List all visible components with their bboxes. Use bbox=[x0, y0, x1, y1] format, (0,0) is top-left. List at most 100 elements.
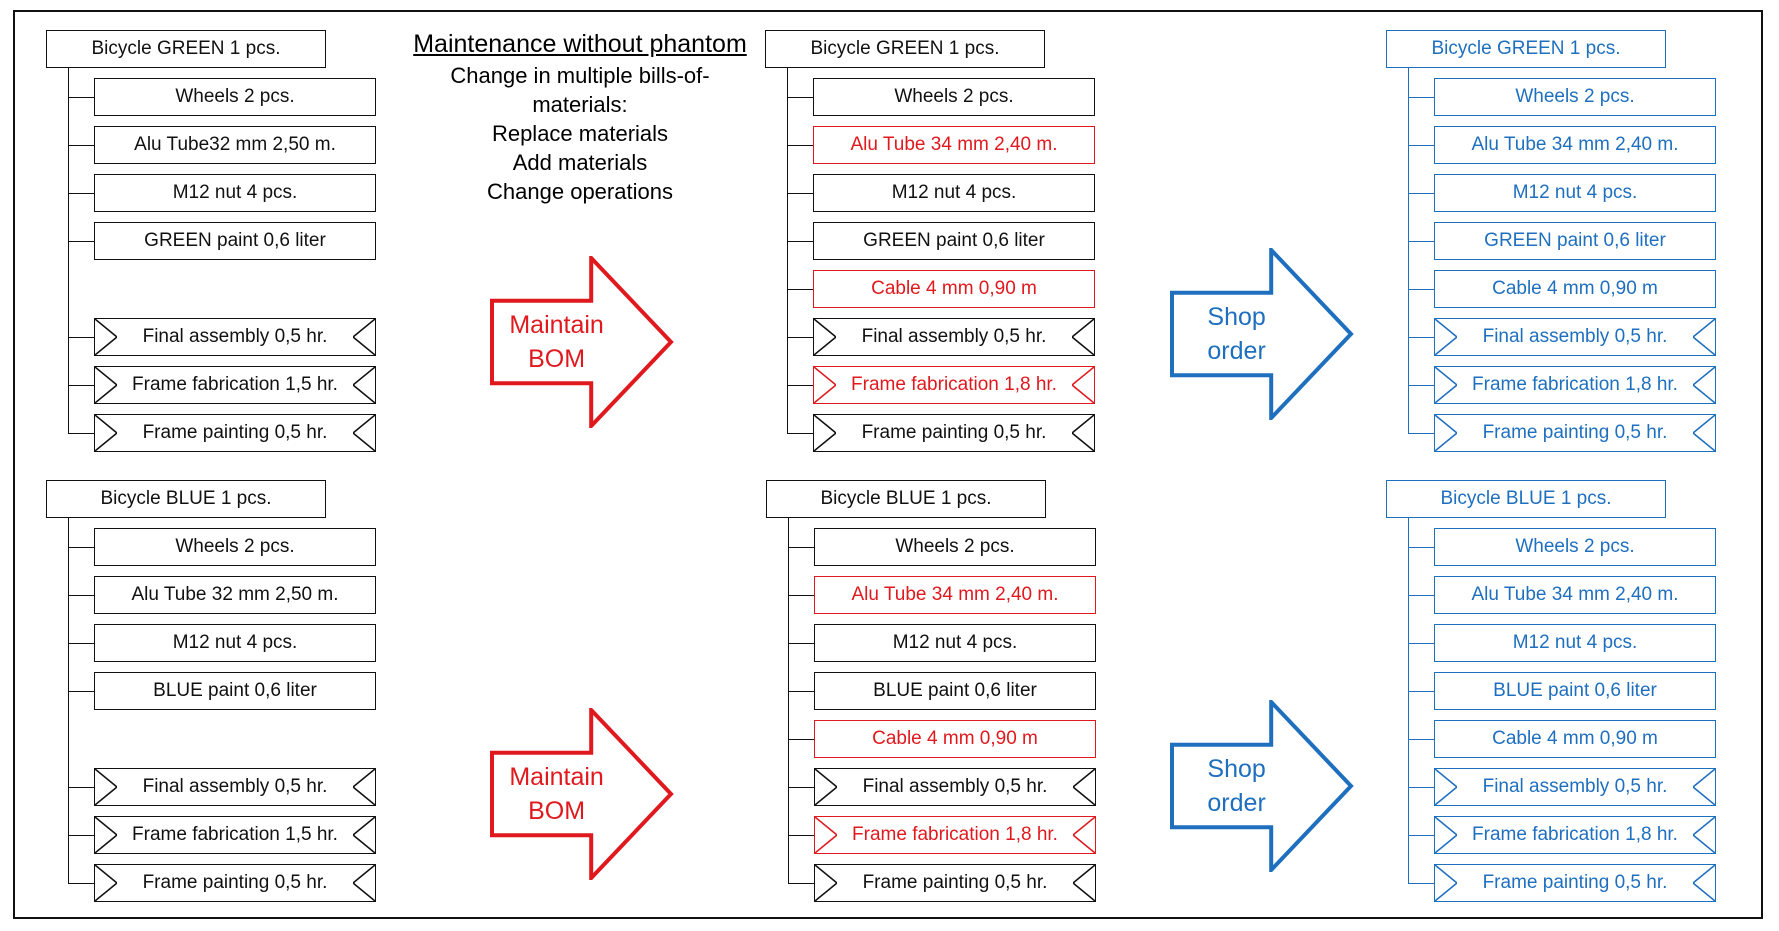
tree-connector bbox=[1408, 835, 1434, 836]
bom-material: Alu Tube 32 mm 2,50 m. bbox=[94, 576, 376, 614]
bom-operation: Frame fabrication 1,8 hr. bbox=[1434, 816, 1716, 854]
tree-connector bbox=[68, 145, 94, 146]
chevron-right-icon bbox=[95, 319, 117, 355]
bom-material: M12 nut 4 pcs. bbox=[814, 624, 1096, 662]
chevron-right-icon bbox=[95, 367, 117, 403]
center-line-4: Add materials bbox=[512, 150, 648, 175]
bom-item-label: Frame fabrication 1,8 hr. bbox=[851, 374, 1057, 395]
bom-item-label: Wheels 2 pcs. bbox=[1515, 536, 1635, 557]
tree-trunk bbox=[1408, 68, 1409, 433]
bom-item-label: Wheels 2 pcs. bbox=[175, 536, 295, 557]
tree-connector bbox=[787, 289, 813, 290]
bom-item-label: M12 nut 4 pcs. bbox=[891, 182, 1017, 203]
bom-root: Bicycle BLUE 1 pcs. bbox=[46, 480, 326, 518]
center-line-2: materials: bbox=[532, 92, 628, 117]
bom-item-label: Frame painting 0,5 hr. bbox=[862, 872, 1048, 893]
bom-item-label: Alu Tube32 mm 2,50 m. bbox=[134, 134, 336, 155]
bom-material: Wheels 2 pcs. bbox=[94, 528, 376, 566]
bom-item-label: Final assembly 0,5 hr. bbox=[861, 326, 1047, 347]
tree-trunk bbox=[787, 68, 788, 433]
bom-item-label: Frame fabrication 1,8 hr. bbox=[1472, 824, 1678, 845]
bom-item-label: Frame fabrication 1,8 hr. bbox=[1472, 374, 1678, 395]
bom-operation: Final assembly 0,5 hr. bbox=[814, 768, 1096, 806]
bom-item-label: Frame fabrication 1,5 hr. bbox=[132, 824, 338, 845]
bom-item-label: Cable 4 mm 0,90 m bbox=[871, 278, 1037, 299]
chevron-left-icon bbox=[353, 769, 375, 805]
tree-connector bbox=[68, 643, 94, 644]
bom-material: GREEN paint 0,6 liter bbox=[94, 222, 376, 260]
bom-root: Bicycle GREEN 1 pcs. bbox=[1386, 30, 1666, 68]
chevron-right-icon bbox=[95, 865, 117, 901]
maintain-bom-arrow-icon bbox=[490, 256, 674, 428]
chevron-left-icon bbox=[353, 817, 375, 853]
chevron-right-icon bbox=[814, 415, 836, 451]
bom-operation: Frame painting 0,5 hr. bbox=[813, 414, 1095, 452]
tree-connector bbox=[787, 193, 813, 194]
chevron-right-icon bbox=[815, 769, 837, 805]
bom-material: Alu Tube 34 mm 2,40 m. bbox=[1434, 126, 1716, 164]
bom-material: Wheels 2 pcs. bbox=[1434, 528, 1716, 566]
chevron-left-icon bbox=[1693, 319, 1715, 355]
tree-connector bbox=[68, 193, 94, 194]
tree-connector bbox=[1408, 691, 1434, 692]
tree-connector bbox=[788, 787, 814, 788]
bom-item-label: Wheels 2 pcs. bbox=[894, 86, 1014, 107]
tree-connector bbox=[68, 385, 94, 386]
bom-root: Bicycle GREEN 1 pcs. bbox=[46, 30, 326, 68]
bom-item-label: Final assembly 0,5 hr. bbox=[1482, 776, 1668, 797]
chevron-right-icon bbox=[815, 865, 837, 901]
chevron-right-icon bbox=[1435, 415, 1457, 451]
tree-connector bbox=[1408, 337, 1434, 338]
tree-connector bbox=[68, 241, 94, 242]
tree-connector bbox=[787, 385, 813, 386]
shop-order-arrow-icon bbox=[1170, 248, 1354, 420]
chevron-left-icon bbox=[1693, 415, 1715, 451]
tree-connector bbox=[1408, 595, 1434, 596]
bom-material: Wheels 2 pcs. bbox=[1434, 78, 1716, 116]
tree-connector bbox=[1408, 547, 1434, 548]
chevron-left-icon bbox=[1693, 817, 1715, 853]
maintain-bom-label: Maintain BOM bbox=[509, 311, 604, 373]
tree-connector bbox=[68, 595, 94, 596]
bom-item-label: BLUE paint 0,6 liter bbox=[1493, 680, 1657, 701]
bom-material: M12 nut 4 pcs. bbox=[1434, 624, 1716, 662]
center-line-1: Change in multiple bills-of- bbox=[450, 63, 710, 88]
chevron-left-icon bbox=[1073, 769, 1095, 805]
shop-order-2-arrow-icon bbox=[1170, 700, 1354, 872]
chevron-right-icon bbox=[1435, 769, 1457, 805]
bom-item-label: Frame painting 0,5 hr. bbox=[142, 872, 328, 893]
bom-material: Cable 4 mm 0,90 m bbox=[814, 720, 1096, 758]
bom-material: BLUE paint 0,6 liter bbox=[1434, 672, 1716, 710]
chevron-right-icon bbox=[1435, 865, 1457, 901]
chevron-right-icon bbox=[815, 817, 837, 853]
tree-connector bbox=[68, 883, 94, 884]
bom-item-label: Frame fabrication 1,8 hr. bbox=[852, 824, 1058, 845]
bom-material: BLUE paint 0,6 liter bbox=[94, 672, 376, 710]
bom-material: Cable 4 mm 0,90 m bbox=[1434, 720, 1716, 758]
bom-operation: Frame painting 0,5 hr. bbox=[1434, 414, 1716, 452]
tree-trunk bbox=[1408, 518, 1409, 883]
tree-connector bbox=[788, 691, 814, 692]
chevron-left-icon bbox=[353, 415, 375, 451]
chevron-right-icon bbox=[95, 817, 117, 853]
bom-item-label: Wheels 2 pcs. bbox=[895, 536, 1015, 557]
chevron-right-icon bbox=[1435, 319, 1457, 355]
tree-trunk bbox=[68, 68, 69, 433]
bom-material: Alu Tube 34 mm 2,40 m. bbox=[813, 126, 1095, 164]
bom-item-label: Wheels 2 pcs. bbox=[175, 86, 295, 107]
bom-operation: Frame painting 0,5 hr. bbox=[1434, 864, 1716, 902]
bom-material: BLUE paint 0,6 liter bbox=[814, 672, 1096, 710]
bom-item-label: Alu Tube 32 mm 2,50 m. bbox=[131, 584, 339, 605]
bom-item-label: Cable 4 mm 0,90 m bbox=[1492, 278, 1658, 299]
bom-item-label: Alu Tube 34 mm 2,40 m. bbox=[1471, 134, 1679, 155]
bom-material: Wheels 2 pcs. bbox=[94, 78, 376, 116]
bom-material: M12 nut 4 pcs. bbox=[1434, 174, 1716, 212]
chevron-left-icon bbox=[1693, 865, 1715, 901]
bom-material: Cable 4 mm 0,90 m bbox=[1434, 270, 1716, 308]
bom-item-label: Frame painting 0,5 hr. bbox=[1482, 872, 1668, 893]
bom-operation: Frame painting 0,5 hr. bbox=[94, 414, 376, 452]
bom-item-label: Alu Tube 34 mm 2,40 m. bbox=[850, 134, 1058, 155]
tree-connector bbox=[68, 97, 94, 98]
tree-connector bbox=[1408, 193, 1434, 194]
tree-connector bbox=[68, 547, 94, 548]
